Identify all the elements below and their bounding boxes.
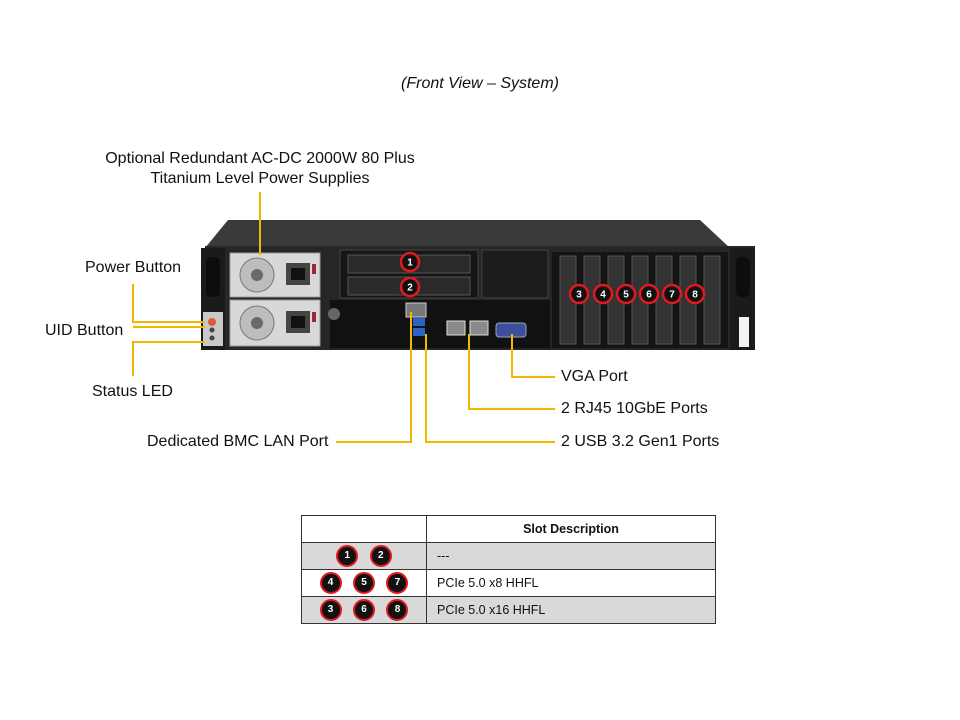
usb-port-2 (413, 328, 425, 336)
usb-ports-label: 2 USB 3.2 Gen1 Ports (561, 433, 720, 450)
status-led-label: Status LED (92, 383, 173, 400)
slot-badge-3: 3 (568, 283, 590, 305)
slot-badges-cell: 1 2 (301, 542, 427, 570)
psu-label: Optional Redundant AC-DC 2000W 80 Plus T… (80, 149, 440, 189)
rj45-callout (468, 334, 555, 410)
svg-text:8: 8 (692, 290, 698, 301)
slot-description-table: Slot Description 1 2 --- 4 5 7 PCIe 5.0 … (301, 515, 716, 624)
ear-handle-right (736, 257, 750, 297)
power-button-callout (132, 284, 205, 323)
status-led-callout (132, 341, 205, 376)
slot-badge-5: 5 (615, 283, 637, 305)
rj45-port-2 (469, 320, 489, 336)
vga-callout (511, 334, 555, 378)
svg-text:5: 5 (623, 290, 629, 301)
slot-badge-1: 1 (399, 251, 421, 273)
slot-badges-cell: 3 6 8 (301, 596, 427, 624)
svg-text:4: 4 (600, 290, 606, 301)
svg-text:1: 1 (407, 258, 413, 269)
slot-description: --- (426, 542, 716, 570)
slot-badge-4: 4 (592, 283, 614, 305)
slot-description: PCIe 5.0 x8 HHFL (426, 569, 716, 597)
ear-handle-left (206, 257, 220, 297)
table-header-row: Slot Description (301, 515, 716, 543)
slot-badge: 8 (386, 599, 409, 621)
slot-badge: 7 (386, 572, 409, 594)
slot-badges-cell: 4 5 7 (301, 569, 427, 597)
callout-lines (132, 192, 555, 443)
bmc-lan-callout (336, 312, 412, 443)
slot-badge: 2 (369, 545, 392, 567)
power-button-icon (208, 318, 216, 326)
slot-badge: 3 (319, 599, 342, 621)
brand-tag (739, 317, 749, 347)
svg-text:2: 2 (407, 283, 413, 294)
uid-button-label: UID Button (45, 322, 124, 339)
slot-badge: 6 (353, 599, 375, 621)
psu-label-line2: Titanium Level Power Supplies (150, 170, 370, 187)
chassis-lid (205, 220, 730, 248)
usb-port-1 (413, 318, 425, 326)
slot-badge-7: 7 (661, 283, 683, 305)
uid-button-icon (209, 327, 215, 333)
slot-badge-6: 6 (638, 283, 660, 305)
table-header-blank (301, 515, 427, 543)
slot-badge-8: 8 (684, 283, 706, 305)
thumb-screw (328, 308, 340, 320)
table-row: 1 2 --- (301, 542, 716, 570)
svg-text:7: 7 (669, 290, 675, 301)
psu-label-line1: Optional Redundant AC-DC 2000W 80 Plus (105, 150, 415, 167)
status-led-icon (209, 335, 215, 341)
bmc-lan-label: Dedicated BMC LAN Port (147, 433, 329, 450)
slot-description: PCIe 5.0 x16 HHFL (426, 596, 716, 624)
svg-text:6: 6 (646, 290, 652, 301)
figure-caption: (Front View – System) (401, 75, 559, 92)
slot-badge: 4 (319, 572, 342, 594)
slot-badge: 1 (336, 545, 359, 567)
rj45-port-1 (446, 320, 466, 336)
usb-callout (425, 334, 555, 443)
vga-port-label: VGA Port (561, 368, 628, 385)
rj45-ports-label: 2 RJ45 10GbE Ports (561, 400, 708, 417)
bmc-lan-port (405, 302, 427, 318)
power-button-label: Power Button (85, 259, 182, 276)
blank-bay (481, 249, 549, 299)
slot-badge: 5 (353, 572, 375, 594)
table-header: Slot Description (426, 515, 716, 543)
slot-badge-2: 2 (399, 276, 421, 298)
svg-text:3: 3 (576, 290, 582, 301)
table-row: 3 6 8 PCIe 5.0 x16 HHFL (301, 596, 716, 624)
table-row: 4 5 7 PCIe 5.0 x8 HHFL (301, 569, 716, 597)
